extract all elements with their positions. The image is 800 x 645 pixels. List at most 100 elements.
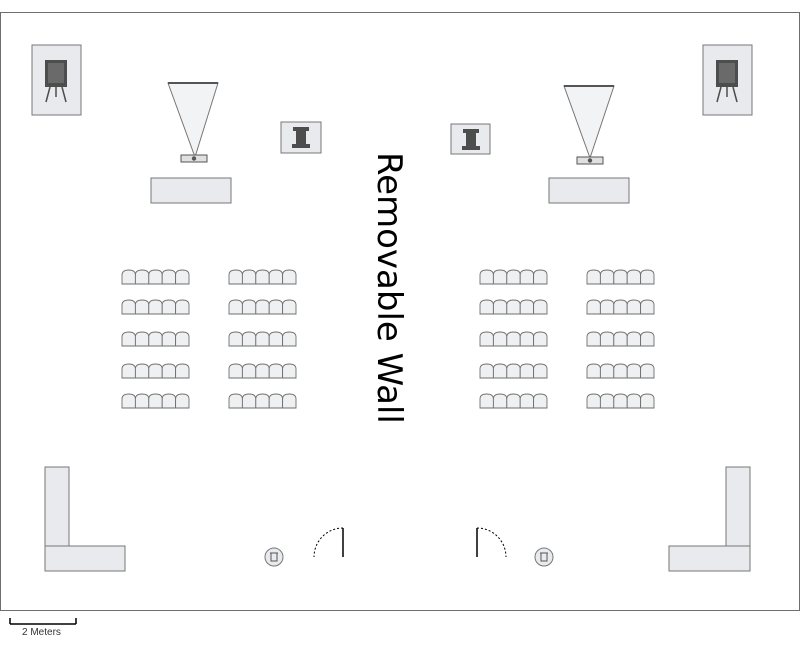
chair xyxy=(613,269,628,285)
chair xyxy=(506,299,521,315)
chair xyxy=(148,363,163,379)
projector-icon xyxy=(563,85,615,165)
chair xyxy=(506,269,521,285)
chair-row xyxy=(121,299,190,315)
chair xyxy=(599,299,615,315)
trash-can-icon xyxy=(264,547,284,567)
chair-row xyxy=(228,393,297,409)
chair xyxy=(599,363,615,379)
chair-row xyxy=(479,331,548,347)
chair xyxy=(268,269,284,285)
chair xyxy=(255,269,270,285)
chair xyxy=(533,393,548,409)
chair xyxy=(121,393,136,409)
chair xyxy=(228,363,243,379)
removable-wall-label: Removable Wall xyxy=(369,152,409,424)
chair xyxy=(626,269,642,285)
easel-icon xyxy=(702,44,753,116)
chair xyxy=(640,363,655,379)
chair xyxy=(519,331,535,347)
chair xyxy=(161,363,177,379)
chair xyxy=(519,363,535,379)
chair xyxy=(599,331,615,347)
chair xyxy=(599,393,615,409)
chair xyxy=(613,363,628,379)
chair xyxy=(506,331,521,347)
chair xyxy=(161,269,177,285)
chair xyxy=(533,331,548,347)
chair-row xyxy=(479,269,548,285)
chair xyxy=(282,269,297,285)
chair xyxy=(519,393,535,409)
counter-left xyxy=(44,466,126,572)
chair xyxy=(479,269,494,285)
chair xyxy=(228,393,243,409)
chair xyxy=(161,393,177,409)
chair xyxy=(479,393,494,409)
chair xyxy=(255,331,270,347)
chair xyxy=(640,331,655,347)
chair xyxy=(282,299,297,315)
chair xyxy=(586,363,601,379)
chair xyxy=(134,393,150,409)
chair xyxy=(241,331,257,347)
counter-right xyxy=(668,466,751,572)
chair xyxy=(626,299,642,315)
chair xyxy=(228,331,243,347)
chair xyxy=(121,363,136,379)
chair xyxy=(492,269,508,285)
chair xyxy=(479,363,494,379)
chair-row xyxy=(586,269,655,285)
chair xyxy=(268,363,284,379)
podium-icon xyxy=(280,121,322,154)
projector-icon xyxy=(167,82,219,163)
chair xyxy=(241,299,257,315)
chair xyxy=(134,299,150,315)
chair xyxy=(586,393,601,409)
chair xyxy=(640,269,655,285)
chair xyxy=(268,331,284,347)
chair xyxy=(533,299,548,315)
chair xyxy=(255,393,270,409)
chair xyxy=(519,269,535,285)
chair xyxy=(519,299,535,315)
chair xyxy=(586,299,601,315)
chair-row xyxy=(479,393,548,409)
chair xyxy=(175,299,190,315)
chair xyxy=(161,331,177,347)
easel-icon xyxy=(31,44,82,116)
chair xyxy=(121,331,136,347)
chair xyxy=(613,299,628,315)
chair xyxy=(626,363,642,379)
chair xyxy=(161,299,177,315)
chair-row xyxy=(228,269,297,285)
chair xyxy=(268,299,284,315)
chair-row xyxy=(479,363,548,379)
chair xyxy=(533,269,548,285)
chair xyxy=(175,331,190,347)
chair-row xyxy=(121,269,190,285)
chair xyxy=(121,269,136,285)
chair xyxy=(228,269,243,285)
chair-row xyxy=(228,299,297,315)
chair xyxy=(479,299,494,315)
trash-can-icon xyxy=(534,547,554,567)
chair-row xyxy=(228,331,297,347)
chair xyxy=(134,363,150,379)
chair xyxy=(282,363,297,379)
chair xyxy=(533,363,548,379)
chair-row xyxy=(586,299,655,315)
table xyxy=(150,177,232,204)
chair xyxy=(586,331,601,347)
chair-row xyxy=(228,363,297,379)
chair xyxy=(121,299,136,315)
chair xyxy=(492,331,508,347)
chair xyxy=(640,299,655,315)
door-swing-icon xyxy=(476,527,507,558)
chair xyxy=(479,331,494,347)
podium-icon xyxy=(450,123,491,155)
chair-row xyxy=(479,299,548,315)
chair-row xyxy=(586,363,655,379)
chair xyxy=(613,393,628,409)
